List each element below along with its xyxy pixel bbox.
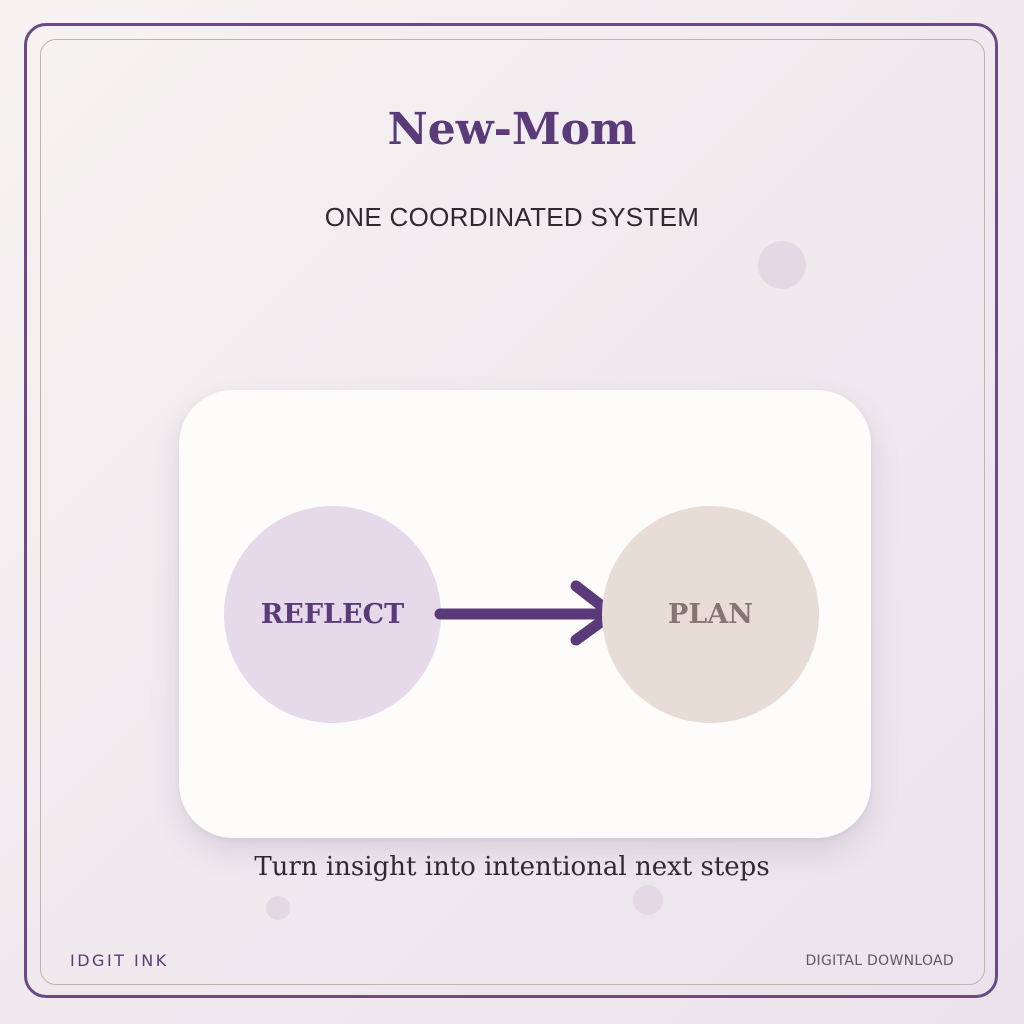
node-plan-label: PLAN [668, 599, 753, 630]
outer-frame [24, 23, 998, 998]
decorative-dot-top-right [758, 241, 806, 289]
page-subtitle: ONE COORDINATED SYSTEM [324, 202, 700, 232]
inner-frame [40, 39, 985, 985]
brand-name: IDGIT INK [70, 951, 169, 970]
digital-download-tag: DIGITAL DOWNLOAD [805, 953, 954, 969]
page-title: New-Mom [387, 104, 637, 155]
node-reflect-label: REFLECT [260, 599, 405, 630]
decorative-dot-bottom-right [633, 885, 663, 915]
node-reflect: REFLECT [224, 506, 441, 723]
arrow-reflect-to-plan [434, 580, 618, 646]
node-plan: PLAN [602, 506, 819, 723]
diagram-caption: Turn insight into intentional next steps [254, 852, 770, 882]
decorative-dot-bottom-left [266, 896, 290, 920]
